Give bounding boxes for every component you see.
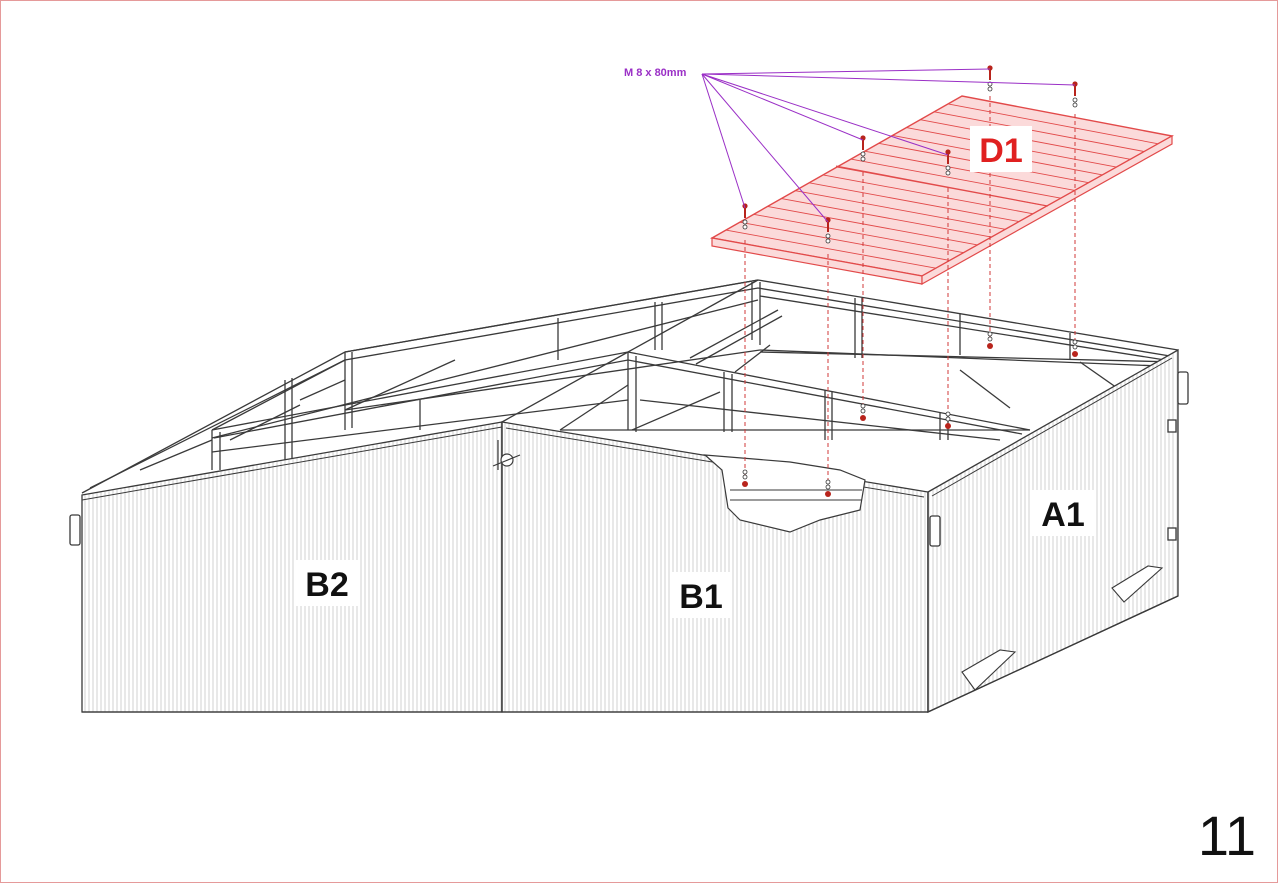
roof-slat: [809, 182, 1020, 222]
roof-slat: [753, 213, 964, 254]
alignment-guides: [744, 96, 1076, 486]
steel-frame: [81, 279, 1179, 494]
roof-panel-d1: [709, 95, 1175, 286]
label-b1: B1: [679, 578, 722, 616]
label-b2: B2: [305, 566, 348, 604]
roof-slat: [850, 158, 1061, 199]
roof-slat: [767, 206, 978, 246]
wall-panel-b2: [81, 421, 503, 713]
bolt-set: [742, 65, 1078, 497]
bolt-icon: [945, 149, 951, 176]
roof-slat: [739, 221, 950, 261]
nut-icon: [945, 411, 951, 429]
roof-slat: [795, 190, 1006, 230]
roof-slat: [948, 103, 1159, 145]
nut-icon: [825, 479, 831, 497]
nut-icon: [860, 403, 866, 421]
nut-icon: [987, 331, 993, 349]
fastener-callout-leaders: [701, 68, 1076, 223]
roof-slat: [725, 229, 936, 269]
label-a1: A1: [1041, 496, 1084, 534]
wall-panel-b1: [501, 421, 929, 713]
latch-icon: [492, 440, 521, 470]
label-bg: [296, 126, 1094, 618]
bolt-icon: [987, 65, 993, 92]
bolt-icon: [825, 217, 831, 244]
roof-slat: [934, 111, 1145, 152]
bolt-icon: [1072, 81, 1078, 108]
nut-icon: [1072, 339, 1078, 357]
panel-bottom-edge: [82, 422, 1179, 713]
roof-slat: [864, 150, 1075, 191]
roof-slat: [781, 198, 992, 238]
fastener-callout: M 8 x 80mm: [624, 67, 687, 79]
nut-icon: [742, 469, 748, 487]
label-d1: D1: [979, 132, 1022, 170]
handle-icon: [69, 371, 1189, 547]
roof-slat: [823, 174, 1034, 215]
page-number: 11: [1197, 804, 1256, 867]
